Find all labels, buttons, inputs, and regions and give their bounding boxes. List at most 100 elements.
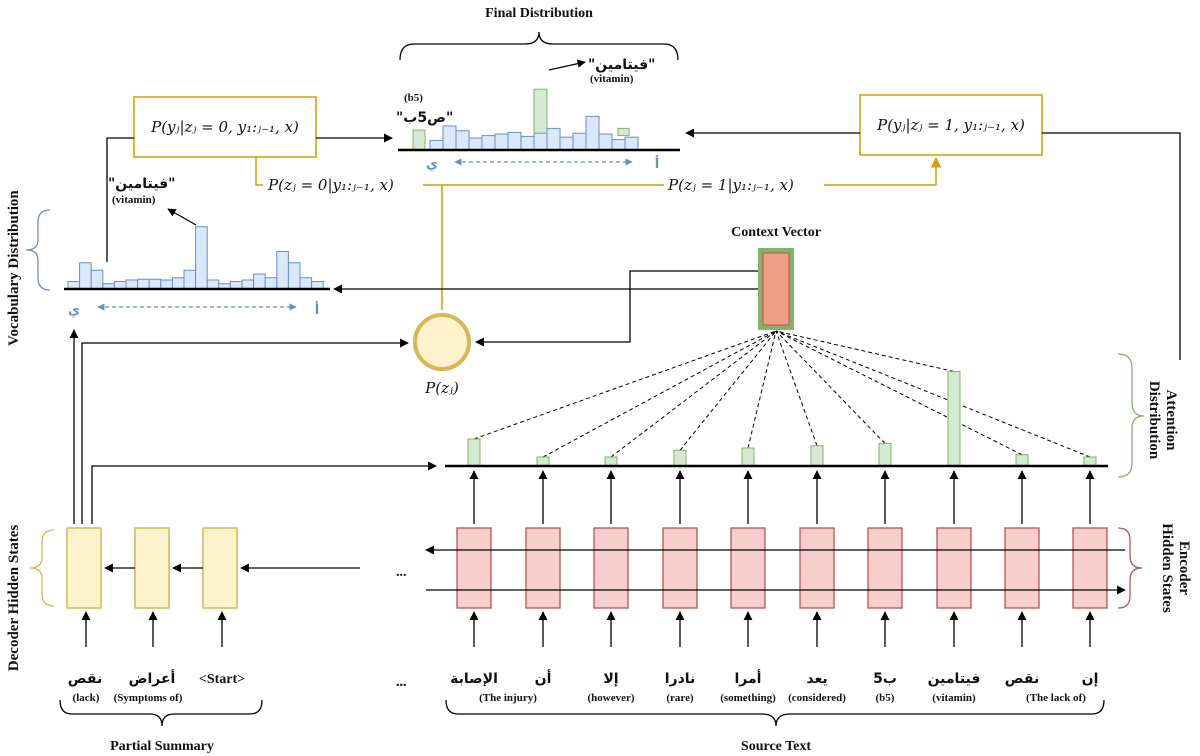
final-bar	[533, 132, 548, 151]
final-b5-bar	[412, 129, 426, 151]
final-bar	[442, 125, 457, 151]
encoder-brace	[1117, 527, 1143, 609]
attention-bar	[1015, 454, 1029, 467]
final-distribution-title: Final Distribution	[485, 6, 593, 21]
pz-label: P(zⱼ)	[424, 379, 459, 397]
source-token: نقص	[1005, 671, 1039, 687]
attention-dashed-line	[473, 330, 777, 440]
final-bar	[598, 133, 613, 151]
vocab-bar	[299, 277, 313, 290]
vocab-bar	[90, 269, 104, 290]
attention-bar	[878, 443, 892, 467]
final-vitamin-label: "فيتامين"	[588, 57, 655, 73]
encoder-cell	[1004, 527, 1040, 609]
vocab-vitamin-en: (vitamin)	[112, 194, 156, 206]
attention-dashed-line	[747, 330, 777, 449]
source-token-en: (The injury)	[479, 692, 537, 704]
encoder-cell	[867, 527, 903, 609]
decoder-hidden-brace	[29, 529, 55, 607]
vocab-axis-ya: ي	[68, 303, 80, 318]
vocab-bar	[79, 262, 92, 290]
source-token-en: (rare)	[666, 692, 694, 704]
vocab-bar	[241, 279, 255, 290]
final-bar	[585, 115, 600, 151]
attention-dashed-line	[775, 330, 955, 372]
summary-token-1: نقص	[68, 671, 102, 687]
source-text-title: Source Text	[741, 739, 811, 754]
generation-prob-formula: P(yⱼ|zⱼ = 0, y₁:ⱼ₋₁, x)	[150, 118, 299, 136]
final-vitamin-pointer	[548, 59, 586, 71]
vocab-bar	[195, 226, 208, 290]
partial-summary-brace	[59, 699, 263, 727]
encoder-cell	[730, 527, 766, 609]
vocab-distribution-label: Vocabulary Distribution	[6, 190, 22, 346]
final-axis-ya: ي	[426, 157, 438, 172]
encoder-cell	[525, 527, 561, 609]
switch1-line	[442, 156, 942, 186]
attention-dashed-line	[775, 330, 1023, 456]
vocab-bar	[287, 262, 301, 290]
attention-brace	[1117, 353, 1145, 478]
attention-label-2: Distribution	[1146, 381, 1162, 460]
generation-prob-box	[133, 96, 317, 158]
final-bar	[481, 135, 496, 151]
source-token: الإصابة	[450, 671, 498, 687]
final-bar	[494, 133, 509, 151]
vocab-bar	[160, 279, 173, 290]
source-token-en: (The lack of)	[1026, 692, 1086, 704]
switch0-formula: P(zⱼ = 0|y₁:ⱼ₋₁, x)	[267, 176, 394, 194]
final-distribution-bars	[412, 88, 639, 151]
encoder-cell	[593, 527, 629, 609]
attention-dashed-line	[610, 330, 777, 458]
final-bar	[520, 135, 535, 151]
summary-ellipsis: ...	[396, 675, 407, 690]
context-vector	[762, 252, 790, 326]
final-distribution-brace	[399, 31, 679, 61]
attention-bar	[673, 449, 687, 467]
source-token-en: (considered)	[788, 692, 846, 704]
encoder-cells	[456, 470, 1108, 647]
copy-prob-box	[859, 94, 1043, 156]
context-vector-title: Context Vector	[731, 225, 821, 240]
vocab-to-gen-line	[106, 137, 134, 262]
vocab-vitamin-pointer	[167, 208, 197, 226]
final-vitamin-copy-bar	[533, 88, 548, 134]
vocab-bar	[171, 277, 185, 290]
attention-distribution-bars	[467, 371, 1097, 467]
vocab-bar	[276, 251, 289, 290]
source-token: إلا	[603, 671, 618, 687]
decoder-to-pz-arrow	[81, 338, 409, 524]
attention-bar	[467, 438, 481, 467]
final-bar	[572, 132, 587, 151]
encoder-cell	[456, 527, 492, 609]
source-token: نادرا	[665, 671, 696, 687]
source-ellipsis: ...	[396, 675, 407, 690]
context-to-copy-line	[1042, 132, 1181, 360]
final-bar	[624, 136, 639, 151]
vocab-bar	[148, 278, 162, 290]
source-token-en: (something)	[720, 692, 776, 704]
attention-dashed-line	[775, 330, 818, 446]
summary-token-2: أعراض	[129, 669, 176, 687]
attention-dashed-line	[775, 330, 886, 444]
encoder-label-2: Hidden States	[1159, 523, 1175, 613]
summary-token-2-en: (Symptoms of)	[114, 692, 183, 704]
decoder-to-attention-arrow	[91, 461, 437, 524]
final-bar	[611, 139, 626, 151]
vocab-bar	[183, 269, 197, 290]
switch0-bg	[263, 174, 423, 196]
final-bar	[429, 139, 444, 151]
decoder-ellipsis: ...	[396, 565, 407, 580]
final-b5-label: "ص5ب"	[396, 110, 453, 126]
switch1-bg	[664, 174, 824, 196]
final-bar	[507, 131, 522, 151]
context-to-pz-arrow	[475, 270, 758, 347]
source-token: أن	[535, 669, 552, 687]
vocab-axis-alif: أ	[315, 301, 319, 318]
attention-dashed-line	[775, 330, 1091, 458]
summary-token-1-en: (lack)	[73, 692, 100, 704]
encoder-cell	[799, 527, 835, 609]
attention-bar	[741, 447, 755, 467]
final-vitamin-en: (vitamin)	[590, 73, 634, 85]
